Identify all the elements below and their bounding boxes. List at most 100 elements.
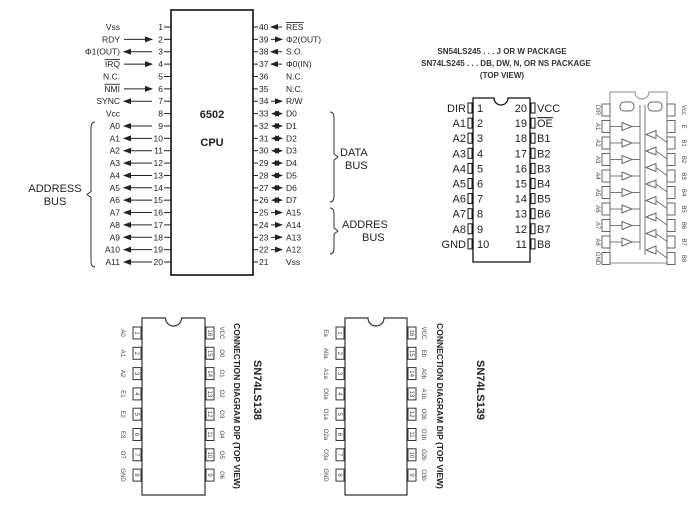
pin-label: A3 (594, 156, 600, 164)
pin-box (205, 326, 215, 340)
chip-subtitle: CPU (200, 137, 223, 149)
pin-label: A7 (110, 208, 121, 218)
pin-label: D3 (286, 146, 297, 156)
pin-label: O3a (322, 449, 328, 461)
pin-label: A7 (453, 209, 466, 221)
pin-label: A1 (453, 118, 466, 130)
pin-box (335, 428, 345, 441)
pin-pad (467, 223, 473, 235)
pin-number: 10 (477, 239, 489, 251)
pin-label: A0 (119, 329, 125, 337)
pin-label: RDY (102, 34, 120, 44)
pin-box (601, 169, 611, 183)
pin-label: Φ2(OUT) (286, 34, 321, 44)
pin-label: N.C. (286, 71, 303, 81)
pin-label: D6 (286, 183, 297, 193)
pin-box (407, 407, 417, 421)
data-bus-brace (329, 111, 339, 203)
pin-label: IRQ (105, 59, 121, 69)
pin-number: 7 (477, 194, 483, 206)
pin-pad (530, 178, 536, 189)
pin-label: A1a (322, 368, 328, 379)
group-label: BUS (345, 160, 368, 172)
pin-label: B2 (537, 148, 550, 160)
pin-number: 2 (133, 352, 139, 356)
pin-box (335, 407, 345, 421)
pin-label: B1 (537, 133, 550, 145)
pin-number: 15 (206, 350, 212, 357)
pin-label: A9 (110, 232, 121, 242)
pin-number: 14 (408, 370, 414, 377)
pin-number: 36 (259, 71, 269, 81)
pin-label: A5 (110, 183, 121, 193)
pin-label: Eb (420, 350, 426, 358)
pin-pad (467, 193, 473, 205)
pin-label: A12 (286, 245, 301, 255)
group-label: ADDRESS (28, 183, 81, 195)
pin-box (601, 186, 611, 199)
pin-label: O2b (420, 449, 426, 461)
pin-number: 29 (259, 158, 269, 168)
pin-pad (467, 208, 473, 220)
pin-pad (467, 178, 473, 189)
pin-label: B6 (537, 209, 550, 221)
package-title: (TOP VIEW) (480, 71, 524, 80)
pin-box (205, 367, 215, 381)
pin-label: A7 (594, 222, 600, 230)
pin-number: 20 (154, 257, 164, 267)
pin-number: 30 (259, 146, 269, 156)
group-label: ADDRES (342, 219, 388, 231)
pin-number: 12 (408, 411, 414, 418)
pin-number: 1 (477, 103, 483, 115)
pin-label: O4 (218, 430, 224, 439)
wire (655, 150, 668, 160)
pin-number: 8 (336, 473, 342, 477)
pin-pad (467, 147, 473, 159)
pin-number: 14 (515, 194, 527, 206)
pin-label: NMI (104, 84, 120, 94)
pin-number: 22 (259, 245, 269, 255)
wire (655, 216, 668, 226)
pin-label: B7 (537, 224, 550, 236)
pin-number: 10 (408, 451, 414, 458)
pin-label: VCC (420, 327, 426, 340)
pin-label: RES (286, 22, 304, 32)
pin-pad (467, 238, 473, 250)
pin-number: 2 (477, 118, 483, 130)
pin-number: 32 (259, 121, 269, 131)
pin-box (335, 387, 345, 401)
pin-label: O3 (218, 410, 224, 419)
pin-label: B5 (537, 194, 550, 206)
pin-label: B8 (680, 255, 686, 263)
pin-label: A8 (110, 220, 121, 230)
pin-label: SYNC (96, 96, 120, 106)
pin-label: A4 (594, 172, 600, 180)
pin-label: O6 (218, 471, 224, 480)
pin-number: 13 (515, 209, 527, 221)
pin-number: 12 (515, 224, 527, 236)
pin-number: 11 (516, 239, 527, 251)
chip-body (170, 9, 254, 276)
pin-box (666, 103, 676, 117)
pin-number: 10 (154, 133, 164, 143)
pin-box (601, 136, 611, 150)
pin-pad (530, 117, 536, 129)
pin-number: 25 (259, 208, 269, 218)
pin-number: 18 (515, 133, 527, 145)
chip-title: SN74LS138 (251, 360, 263, 420)
pin-label: Ea (322, 329, 328, 337)
pin-number: 5 (336, 413, 342, 417)
caption: CONNECTION DIAGRAM DIP (TOP VIEW) (232, 323, 242, 489)
address-bus-brace (86, 121, 96, 268)
pin-label: E (680, 124, 686, 128)
pin-label: A0b (420, 368, 426, 379)
pin-number: 10 (206, 451, 212, 458)
pin-number: 9 (158, 121, 163, 131)
pin-pad (530, 147, 536, 159)
pin-label: E3 (119, 431, 125, 439)
pin-number: 5 (133, 413, 139, 417)
pin-label: A11 (106, 257, 121, 267)
pin-label: O5 (218, 451, 224, 460)
